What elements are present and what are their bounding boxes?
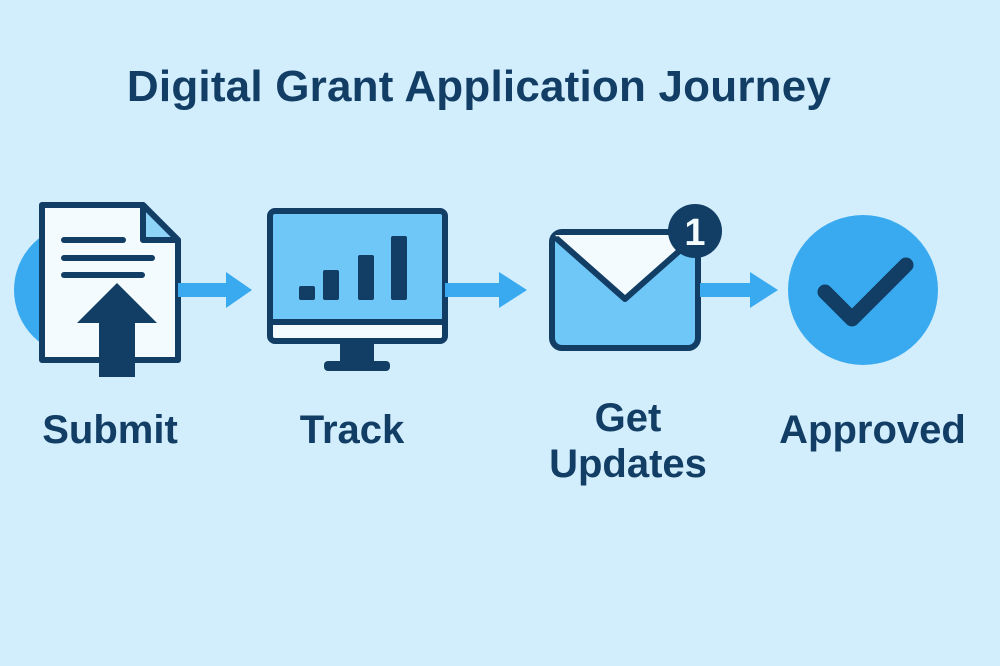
checkmark <box>817 257 914 327</box>
notification-badge <box>668 204 722 258</box>
step-label-get-updates: Get Updates <box>549 396 707 486</box>
approved-circle <box>788 215 938 365</box>
monitor-bezel <box>273 322 442 338</box>
flow-arrow <box>700 272 778 308</box>
chart-bar <box>358 255 374 300</box>
step-label-submit: Submit <box>42 408 178 452</box>
chart-bar <box>299 286 315 300</box>
monitor-bar-chart-icon <box>267 208 448 371</box>
monitor-stand <box>340 341 374 364</box>
document-fold <box>140 202 181 243</box>
chart-bar <box>391 236 407 300</box>
step-label-track: Track <box>299 408 405 452</box>
checkmark-circle-icon <box>788 215 938 365</box>
monitor-base <box>324 361 390 371</box>
upload-arrow-icon <box>77 283 157 377</box>
chart-bar <box>323 270 339 300</box>
flow-arrow <box>178 272 252 308</box>
step-label-approved: Approved <box>779 408 966 452</box>
envelope-flap <box>554 235 696 302</box>
flow-arrow <box>445 272 527 308</box>
document-upload-icon <box>14 202 181 377</box>
notification-count: 1 <box>684 212 705 254</box>
envelope-notification-icon: 1 <box>549 204 722 351</box>
envelope-flap-fill <box>555 235 695 298</box>
diagram-title: Digital Grant Application Journey <box>126 62 832 111</box>
